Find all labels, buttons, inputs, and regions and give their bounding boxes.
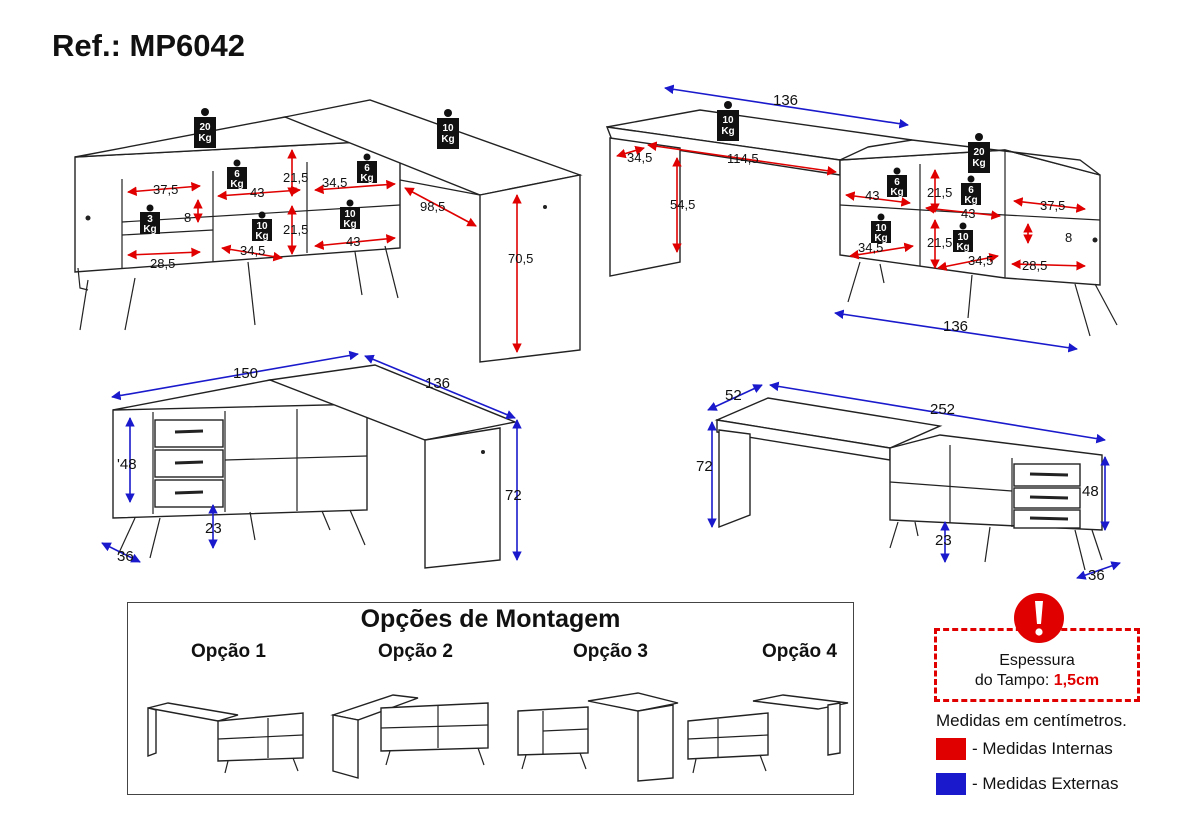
option-2-label: Opção 2 <box>378 641 453 662</box>
dim-internal: 34,5 <box>627 150 652 165</box>
thickness-text: Espessura do Tampo: 1,5cm <box>937 651 1137 691</box>
dim-internal: 37,5 <box>153 182 178 197</box>
thickness-value: 1,5cm <box>1053 672 1100 689</box>
option-3-drawing <box>517 692 679 782</box>
option-1-drawing <box>147 702 304 774</box>
dim-internal: 8 <box>1065 230 1072 245</box>
svg-text:6Kg: 6Kg <box>964 185 977 206</box>
dim-external: 36 <box>117 548 134 565</box>
legend-external-label: - Medidas Externas <box>972 774 1119 793</box>
dim-external: 23 <box>205 520 222 537</box>
assembly-options-title: Opções de Montagem <box>360 605 621 633</box>
dim-external: 72 <box>505 487 522 504</box>
dim-internal: 43 <box>250 185 264 200</box>
internal-swatch <box>936 738 966 760</box>
dim-internal: 43 <box>346 234 360 249</box>
dim-external: 72 <box>696 458 713 475</box>
option-3-label: Opção 3 <box>573 641 648 662</box>
legend-external: - Medidas Externas <box>936 773 1118 795</box>
dim-internal: 28,5 <box>150 256 175 271</box>
dim-internal: 43 <box>961 206 975 221</box>
dim-external: 136 <box>773 92 798 109</box>
dim-internal: 70,5 <box>508 251 533 266</box>
dim-external: 136 <box>943 318 968 335</box>
measures-note: Medidas em centímetros. <box>936 711 1127 730</box>
dim-internal: 34,5 <box>858 240 883 255</box>
thickness-line2-prefix: do Tampo: <box>974 672 1050 689</box>
dim-internal: 34,5 <box>968 253 993 268</box>
dim-external: 23 <box>935 532 952 549</box>
page-title: Ref.: MP6042 <box>52 28 245 63</box>
dim-internal: 43 <box>865 188 879 203</box>
option-1-label: Opção 1 <box>191 641 266 662</box>
assembly-options-panel: Opções de Montagem Opção 1 Opção 2 Opção… <box>127 602 854 795</box>
option-2-drawing <box>330 694 489 779</box>
alert-icon <box>1014 593 1064 643</box>
tabletop-thickness-box: Espessura do Tampo: 1,5cm <box>934 628 1140 702</box>
dim-internal: 98,5 <box>420 199 445 214</box>
view-bottom-left: 150 136 '48 72 23 36 <box>101 350 522 569</box>
view-bottom-right: 52 252 72 48 23 36 <box>696 381 1121 584</box>
dim-external: '48 <box>117 456 137 473</box>
option-4-label: Opção 4 <box>762 641 837 662</box>
thickness-line1: Espessura <box>999 652 1075 669</box>
dim-internal: 34,5 <box>322 175 347 190</box>
legend-internal-label: - Medidas Internas <box>972 739 1113 758</box>
svg-text:3Kg: 3Kg <box>143 214 156 235</box>
svg-text:6Kg: 6Kg <box>360 163 373 184</box>
dim-internal: 37,5 <box>1040 198 1065 213</box>
dim-external: 48 <box>1082 483 1099 500</box>
dim-internal: 21,5 <box>927 235 952 250</box>
dim-external: 150 <box>233 365 258 382</box>
dim-internal: 21,5 <box>927 185 952 200</box>
assembly-options-drawings <box>147 692 849 782</box>
dim-external: 52 <box>725 387 742 404</box>
svg-text:6Kg: 6Kg <box>230 169 243 190</box>
dim-internal: 34,5 <box>240 243 265 258</box>
dim-internal: 8 <box>184 210 191 225</box>
dim-internal: 28,5 <box>1022 258 1047 273</box>
dim-internal: 54,5 <box>670 197 695 212</box>
legend-internal: - Medidas Internas <box>936 738 1113 760</box>
external-swatch <box>936 773 966 795</box>
dim-external: 36 <box>1088 567 1105 584</box>
dim-external: 252 <box>930 401 955 418</box>
option-4-drawing <box>687 694 849 774</box>
dim-external: 136 <box>425 375 450 392</box>
dim-internal: 21,5 <box>283 170 308 185</box>
dim-internal: 114,5 <box>727 151 759 166</box>
dim-internal: 21,5 <box>283 222 308 237</box>
